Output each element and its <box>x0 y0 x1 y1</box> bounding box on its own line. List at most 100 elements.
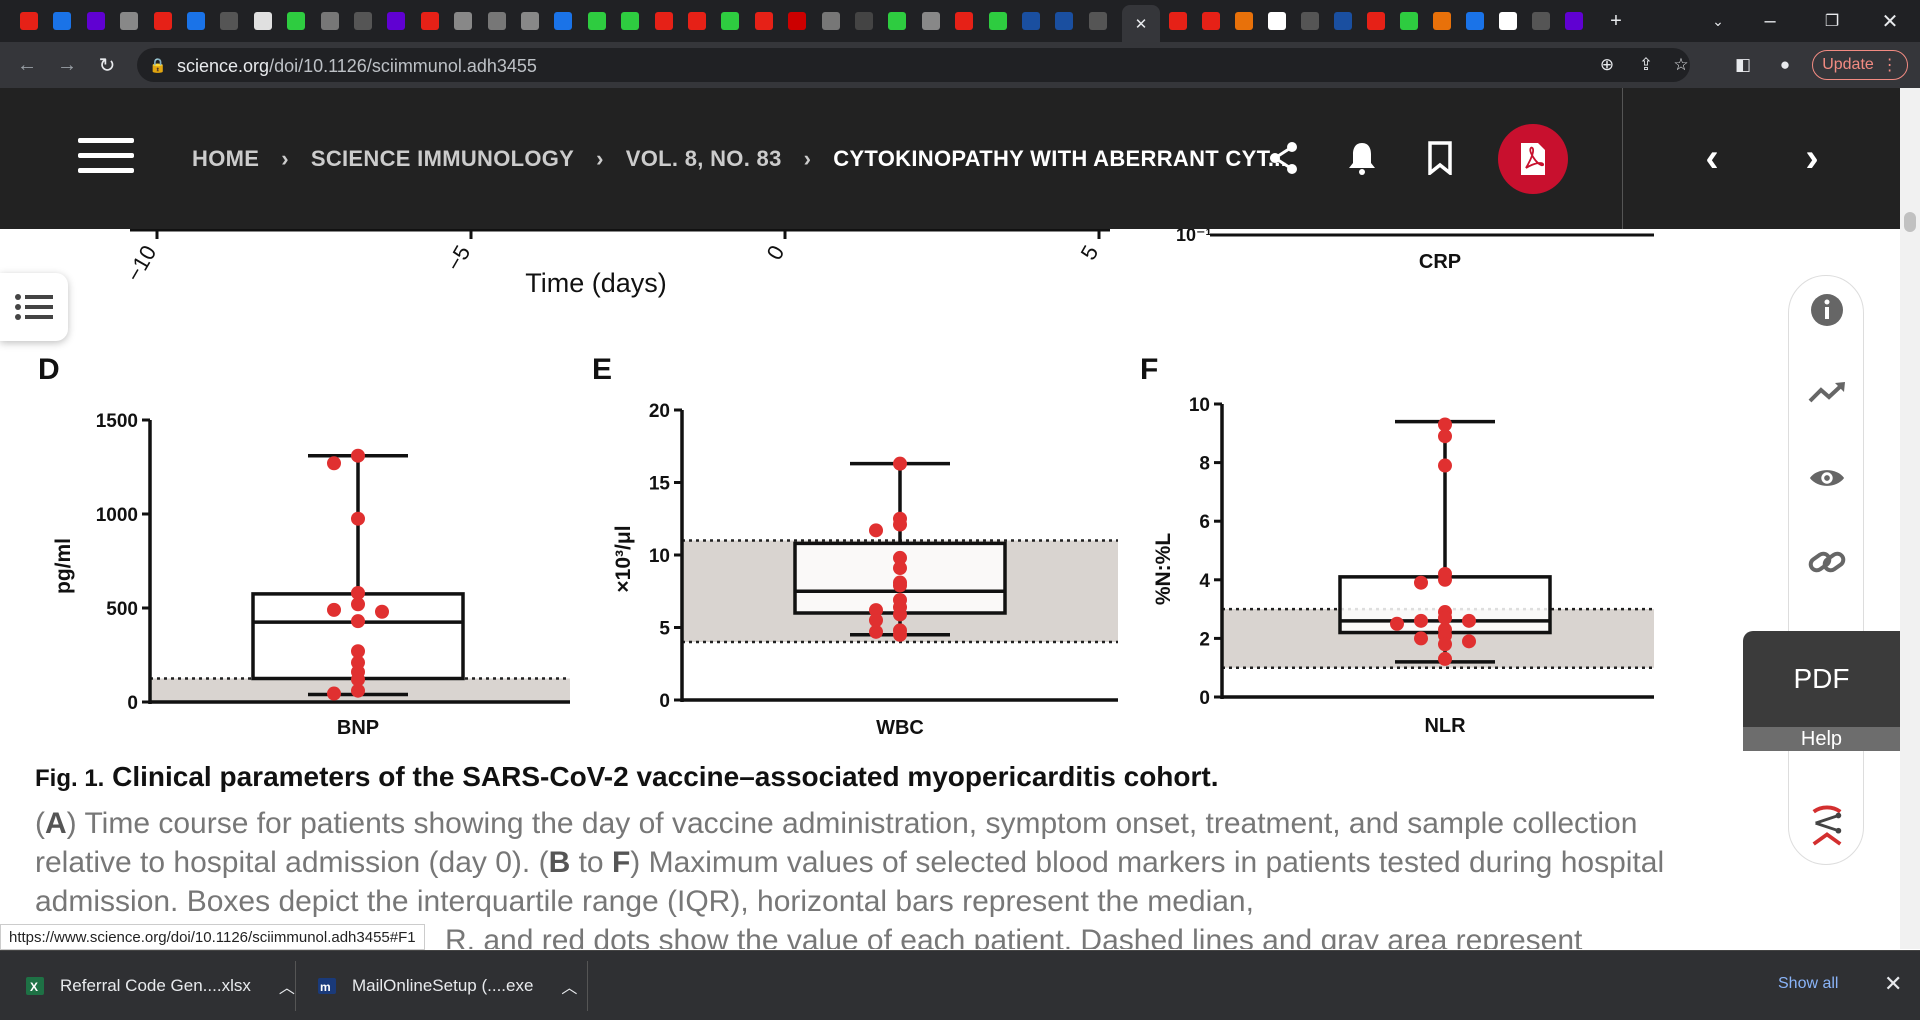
forward-icon[interactable]: → <box>57 53 77 76</box>
browser-tab[interactable] <box>1528 8 1554 34</box>
browser-tab[interactable] <box>1429 8 1455 34</box>
browser-tab[interactable] <box>49 8 75 34</box>
browser-tab[interactable] <box>183 8 209 34</box>
tab-favicon-icon <box>521 12 539 30</box>
browser-tab[interactable] <box>517 8 543 34</box>
panel-a-tick-label: −5 <box>441 241 475 275</box>
pdf-help-label[interactable]: PDF <box>1793 663 1850 694</box>
browser-tab[interactable] <box>83 8 109 34</box>
browser-tab[interactable] <box>951 8 977 34</box>
browser-tab[interactable] <box>851 8 877 34</box>
browser-tab[interactable] <box>1231 8 1257 34</box>
browser-tab[interactable] <box>317 8 343 34</box>
chevron-up-icon[interactable]: ︿ <box>561 980 578 997</box>
breadcrumb-issue[interactable]: VOL. 8, NO. 83 <box>625 146 782 171</box>
browser-tab[interactable] <box>884 8 910 34</box>
chevron-up-icon[interactable]: ︿ <box>278 980 295 997</box>
browser-tab[interactable] <box>1495 8 1521 34</box>
citation-tool-icon[interactable] <box>1808 805 1846 846</box>
browser-tab[interactable] <box>1363 8 1389 34</box>
browser-tab[interactable] <box>651 8 677 34</box>
minimize-button[interactable]: – <box>1764 9 1776 32</box>
browser-tab[interactable] <box>1561 8 1587 34</box>
browser-tab[interactable] <box>484 8 510 34</box>
url-text[interactable]: science.org/doi/10.1126/sciimmunol.adh34… <box>177 56 537 76</box>
next-article-icon[interactable]: › <box>1805 135 1819 180</box>
profile-icon[interactable]: ● <box>1779 55 1791 74</box>
browser-tab[interactable] <box>684 8 710 34</box>
data-point <box>327 686 341 701</box>
browser-tab[interactable] <box>150 8 176 34</box>
help-label[interactable]: Help <box>1743 727 1900 751</box>
browser-tab[interactable] <box>784 8 810 34</box>
browser-tab[interactable] <box>1264 8 1290 34</box>
bell-icon[interactable] <box>1344 140 1380 176</box>
link-icon[interactable] <box>1808 543 1846 581</box>
reload-icon[interactable]: ↻ <box>98 54 116 77</box>
back-icon[interactable]: ← <box>17 53 37 76</box>
browser-tab[interactable] <box>116 8 142 34</box>
metrics-trend-icon[interactable] <box>1808 374 1846 412</box>
new-tab-button[interactable]: + <box>1610 9 1622 32</box>
close-window-button[interactable]: ✕ <box>1881 10 1899 33</box>
browser-tab[interactable] <box>584 8 610 34</box>
browser-tab[interactable] <box>1165 8 1191 34</box>
close-tab-icon[interactable]: ✕ <box>1134 15 1148 33</box>
table-of-contents-button[interactable] <box>0 273 68 341</box>
eye-icon[interactable] <box>1808 459 1846 497</box>
hamburger-menu-icon[interactable] <box>78 138 134 178</box>
browser-tab[interactable] <box>717 8 743 34</box>
browser-tab[interactable] <box>918 8 944 34</box>
browser-tab[interactable] <box>1396 8 1422 34</box>
browser-tab[interactable] <box>350 8 376 34</box>
browser-tab[interactable] <box>985 8 1011 34</box>
browser-tab[interactable] <box>1051 8 1077 34</box>
x-category-label: WBC <box>876 717 924 739</box>
page-scrollbar[interactable] <box>1900 88 1920 949</box>
share-page-icon[interactable]: ⇪ <box>1638 55 1654 74</box>
browser-tab[interactable] <box>383 8 409 34</box>
scrollbar-thumb[interactable] <box>1904 212 1916 232</box>
close-downloads-icon[interactable]: ✕ <box>1884 971 1903 996</box>
breadcrumb-home[interactable]: HOME <box>192 146 260 171</box>
info-icon[interactable] <box>1808 291 1846 329</box>
browser-tab[interactable] <box>617 8 643 34</box>
browser-tab[interactable] <box>1198 8 1224 34</box>
active-tab[interactable]: ✕ <box>1122 5 1160 42</box>
bookmark-star-icon[interactable]: ☆ <box>1673 55 1689 74</box>
browser-tab[interactable] <box>283 8 309 34</box>
pdf-help-widget[interactable]: PDF Help <box>1743 631 1900 751</box>
pdf-download-button[interactable] <box>1498 124 1568 194</box>
lock-icon[interactable]: 🔒 <box>149 56 167 73</box>
share-icon[interactable] <box>1266 140 1302 176</box>
browser-tab[interactable] <box>1330 8 1356 34</box>
tab-favicon-icon <box>754 12 773 30</box>
download-item[interactable]: m MailOnlineSetup (....exe ︿ <box>316 963 577 1009</box>
browser-tab[interactable] <box>751 8 777 34</box>
browser-tab[interactable] <box>216 8 242 34</box>
browser-tab[interactable] <box>1297 8 1323 34</box>
browser-tab[interactable] <box>818 8 844 34</box>
update-button[interactable]: Update⋮ <box>1812 50 1908 80</box>
browser-tab[interactable] <box>450 8 476 34</box>
browser-tab[interactable] <box>1462 8 1488 34</box>
browser-tab[interactable] <box>1018 8 1044 34</box>
download-filename: Referral Code Gen....xlsx <box>60 976 251 995</box>
browser-tab[interactable] <box>1085 8 1111 34</box>
address-bar[interactable]: 🔒 science.org/doi/10.1126/sciimmunol.adh… <box>137 48 1690 82</box>
browser-tab[interactable] <box>417 8 443 34</box>
previous-article-icon[interactable]: ‹ <box>1705 135 1719 180</box>
browser-tab[interactable] <box>16 8 42 34</box>
browser-tab[interactable] <box>250 8 276 34</box>
restore-button[interactable]: ❐ <box>1824 13 1840 30</box>
bookmark-icon[interactable] <box>1422 140 1458 176</box>
show-all-downloads-link[interactable]: Show all <box>1778 975 1839 992</box>
side-panel-icon[interactable]: ◧ <box>1734 55 1752 74</box>
download-item[interactable]: X Referral Code Gen....xlsx ︿ <box>24 963 295 1009</box>
x-category-label: BNP <box>337 717 379 739</box>
tab-search-icon[interactable]: ⌄ <box>1712 12 1724 29</box>
browser-tab[interactable] <box>550 8 576 34</box>
tab-favicon-icon <box>487 12 506 30</box>
breadcrumb-journal[interactable]: SCIENCE IMMUNOLOGY <box>310 146 575 171</box>
zoom-icon[interactable]: ⊕ <box>1599 55 1615 74</box>
